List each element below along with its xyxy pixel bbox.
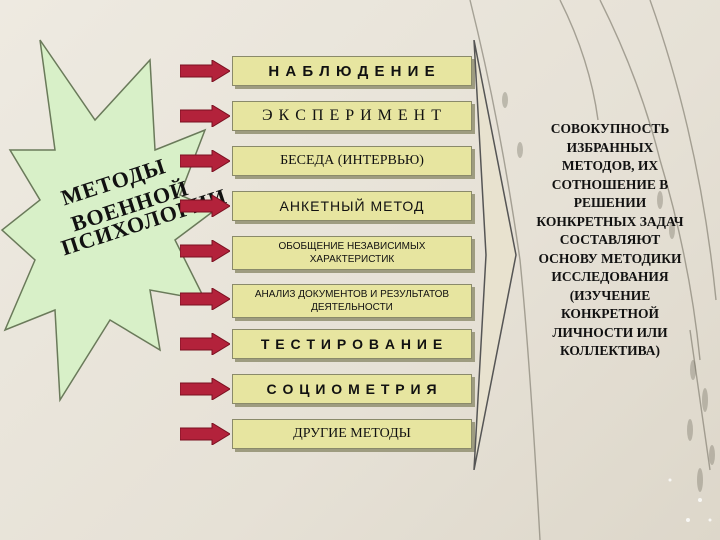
method-box-observation: Н А Б Л Ю Д Е Н И Е <box>232 56 472 86</box>
method-box-questionnaire: АНКЕТНЫЙ МЕТОД <box>232 191 472 221</box>
method-label: С О Ц И О М Е Т Р И Я <box>266 381 438 397</box>
method-box-other-methods: ДРУГИЕ МЕТОДЫ <box>232 419 472 449</box>
method-box-independent-characteristics: ОБОБЩЕНИЕ НЕЗАВИСИМЫХ ХАРАКТЕРИСТИК <box>232 236 472 270</box>
right-arrow-icon <box>180 105 230 127</box>
method-label: БЕСЕДА (ИНТЕРВЬЮ) <box>280 153 424 168</box>
right-arrow-icon <box>180 150 230 172</box>
method-box-experiment: Э К С П Е Р И М Е Н Т <box>232 101 472 131</box>
method-label: ДРУГИЕ МЕТОДЫ <box>293 426 411 441</box>
right-arrow-icon <box>180 288 230 310</box>
method-label: Э К С П Е Р И М Е Н Т <box>261 107 442 124</box>
method-label: ОБОБЩЕНИЕ НЕЗАВИСИМЫХ ХАРАКТЕРИСТИК <box>278 241 426 265</box>
chevron-right-icon <box>473 40 517 470</box>
right-arrow-icon <box>180 195 230 217</box>
method-box-document-analysis: АНАЛИЗ ДОКУМЕНТОВ И РЕЗУЛЬТАТОВ ДЕЯТЕЛЬН… <box>232 284 472 318</box>
method-label: Н А Б Л Ю Д Е Н И Е <box>268 62 436 80</box>
method-box-sociometry: С О Ц И О М Е Т Р И Я <box>232 374 472 404</box>
right-arrow-icon <box>180 378 230 400</box>
method-label: АНАЛИЗ ДОКУМЕНТОВ И РЕЗУЛЬТАТОВ ДЕЯТЕЛЬН… <box>254 289 450 313</box>
method-label: Т Е С Т И Р О В А Н И Е <box>260 336 444 352</box>
method-box-testing: Т Е С Т И Р О В А Н И Е <box>232 329 472 359</box>
right-arrow-icon <box>180 333 230 355</box>
result-text: СОВОКУПНОСТЬ ИЗБРАННЫХ МЕТОДОВ, ИХ СОТНО… <box>536 121 684 358</box>
right-arrow-icon <box>180 240 230 262</box>
right-arrow-icon <box>180 423 230 445</box>
burst-shape <box>0 39 217 403</box>
right-arrow-icon <box>180 60 230 82</box>
method-box-interview: БЕСЕДА (ИНТЕРВЬЮ) <box>232 146 472 176</box>
method-label: АНКЕТНЫЙ МЕТОД <box>279 198 425 214</box>
